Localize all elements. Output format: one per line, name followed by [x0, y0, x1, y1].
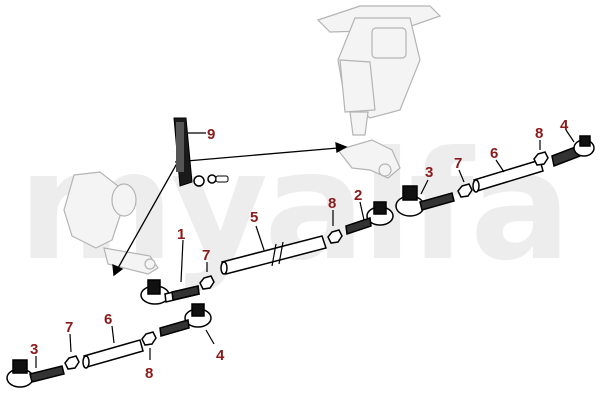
- callout-3: 3: [425, 164, 433, 181]
- idler-bracket-ghost: [63, 171, 159, 275]
- callout-7: 7: [454, 155, 462, 172]
- callout-7: 7: [65, 319, 73, 336]
- callout-6: 6: [490, 145, 498, 162]
- callout-8: 8: [145, 365, 153, 382]
- callout-3: 3: [30, 341, 38, 358]
- part-tie-rod-end-3-left: [6, 359, 65, 388]
- callout-5: 5: [250, 209, 258, 226]
- part-ball-joint-4-left: [159, 303, 212, 337]
- part-tube-left: [82, 339, 144, 369]
- callout-4: 4: [216, 347, 225, 364]
- callout-leaders: [35, 129, 575, 368]
- callout-7: 7: [202, 247, 210, 264]
- part-drop-arm: [173, 117, 229, 187]
- part-ball-joint-1: [140, 279, 200, 305]
- callout-4: 4: [560, 117, 569, 134]
- nuts-group: [64, 151, 549, 370]
- part-ball-joint-3: [395, 185, 455, 217]
- callout-1: 1: [177, 226, 185, 243]
- callout-2: 2: [354, 187, 362, 204]
- callout-9: 9: [207, 126, 215, 143]
- steering-box-ghost: [316, 5, 442, 179]
- part-ball-joint-2: [345, 201, 394, 236]
- part-tie-rod-end-4-right: [551, 135, 595, 168]
- callout-6: 6: [104, 311, 112, 328]
- assembly-arrows: [112, 141, 348, 277]
- part-center-rod: [220, 235, 327, 275]
- part-tube-right: [472, 159, 544, 193]
- callout-8: 8: [328, 195, 336, 212]
- callout-labels: 9 1 7 5 8 2 3 7 6 8 4 3 7 6 8 4: [30, 117, 569, 382]
- callout-8: 8: [535, 125, 543, 142]
